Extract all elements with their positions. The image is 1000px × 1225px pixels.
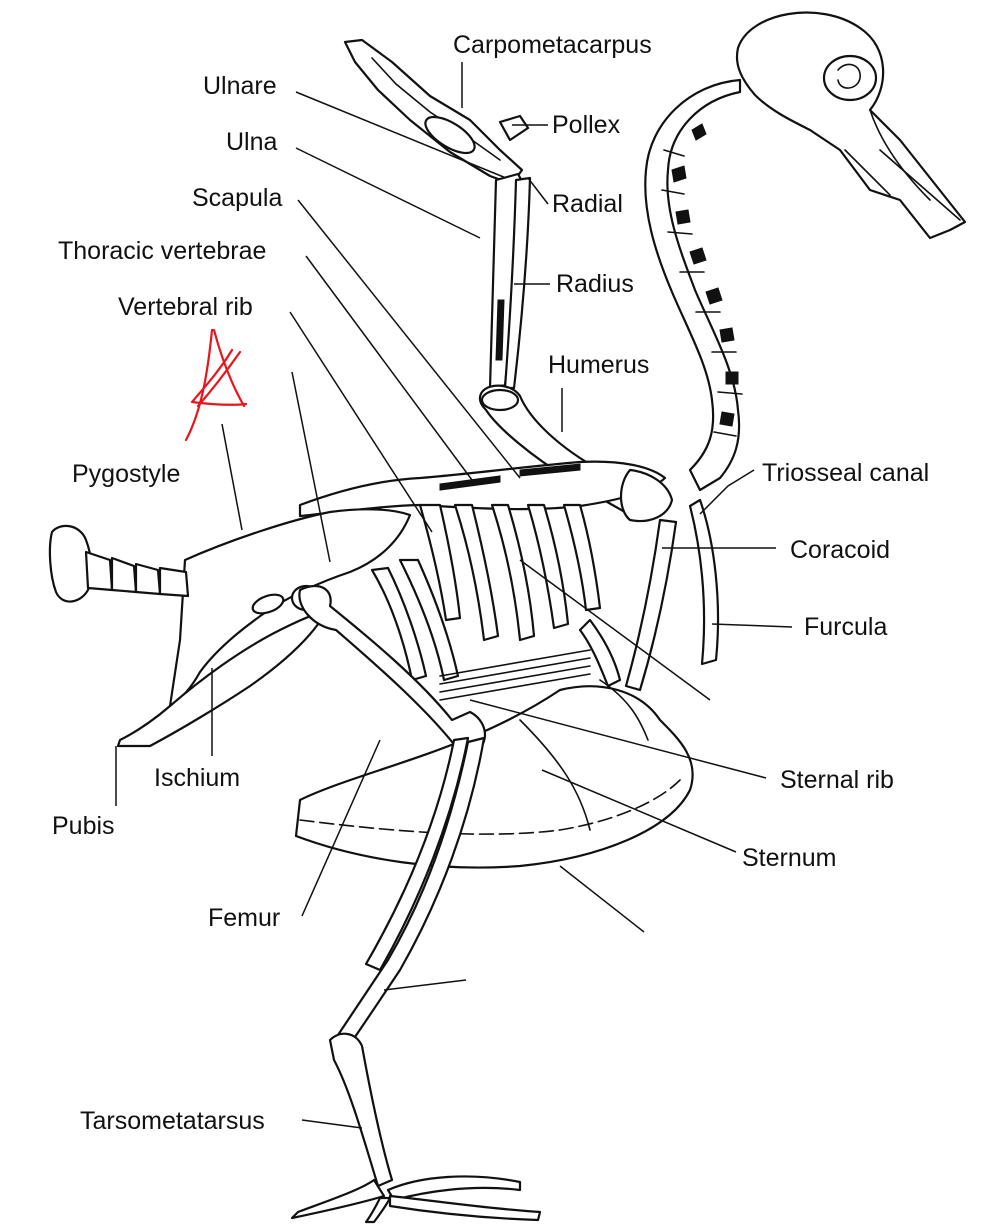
leg — [290, 584, 542, 1224]
leader-pygostyle — [221, 423, 243, 531]
label-furcula: Furcula — [804, 613, 887, 641]
leader-sternal-rib-upper — [519, 559, 711, 701]
neck-vertebrae — [644, 78, 743, 492]
leader-lines — [115, 62, 793, 1129]
leader-vertebral-rib-2 — [291, 371, 331, 563]
leader-tarsometatarsus — [301, 1119, 363, 1129]
leader-ulnare — [295, 91, 507, 179]
label-carpometacarpus: Carpometacarpus — [453, 31, 652, 59]
shoulder-girdle — [624, 498, 720, 692]
label-triosseal-canal: Triosseal canal — [762, 459, 929, 487]
label-tarsometatarsus: Tarsometatarsus — [80, 1107, 265, 1135]
pelvis — [116, 508, 412, 748]
label-sternum: Sternum — [742, 844, 836, 872]
skull — [735, 11, 967, 240]
label-ulnare: Ulnare — [203, 72, 277, 100]
leader-scapula — [297, 199, 521, 479]
labels: Carpometacarpus Ulnare Pollex Ulna Scapu… — [52, 31, 929, 1135]
label-ischium: Ischium — [154, 764, 240, 792]
leader-sternal-rib — [469, 699, 767, 779]
label-ulna: Ulna — [226, 128, 278, 156]
wing — [343, 38, 662, 522]
leader-tibiotarsus — [383, 979, 467, 991]
label-pygostyle: Pygostyle — [72, 460, 180, 488]
label-pubis: Pubis — [52, 812, 115, 840]
label-humerus: Humerus — [548, 351, 649, 379]
leader-thoracic-vertebrae — [305, 255, 473, 481]
tail — [48, 524, 190, 603]
label-radius: Radius — [556, 270, 634, 298]
red-annotation-mark — [184, 328, 248, 442]
skeleton-drawing — [48, 11, 967, 1224]
label-thoracic-vertebrae: Thoracic vertebrae — [58, 237, 266, 265]
leader-triosseal-canal — [699, 469, 755, 515]
label-vertebral-rib: Vertebral rib — [118, 293, 253, 321]
label-sternal-rib: Sternal rib — [780, 766, 894, 794]
label-femur: Femur — [208, 904, 280, 932]
label-radial: Radial — [552, 190, 623, 218]
leader-sternum-lower — [559, 865, 645, 933]
leader-sternum — [541, 769, 737, 853]
rib-cage — [370, 503, 622, 701]
leader-furcula — [711, 623, 793, 628]
leader-radial — [527, 177, 549, 205]
sternum-keel — [294, 679, 694, 869]
label-pollex: Pollex — [552, 111, 621, 139]
label-scapula: Scapula — [192, 184, 282, 212]
label-coracoid: Coracoid — [790, 536, 890, 564]
leader-ulna — [295, 147, 481, 239]
leader-vertebral-rib — [289, 311, 433, 533]
leader-femur — [301, 739, 381, 917]
